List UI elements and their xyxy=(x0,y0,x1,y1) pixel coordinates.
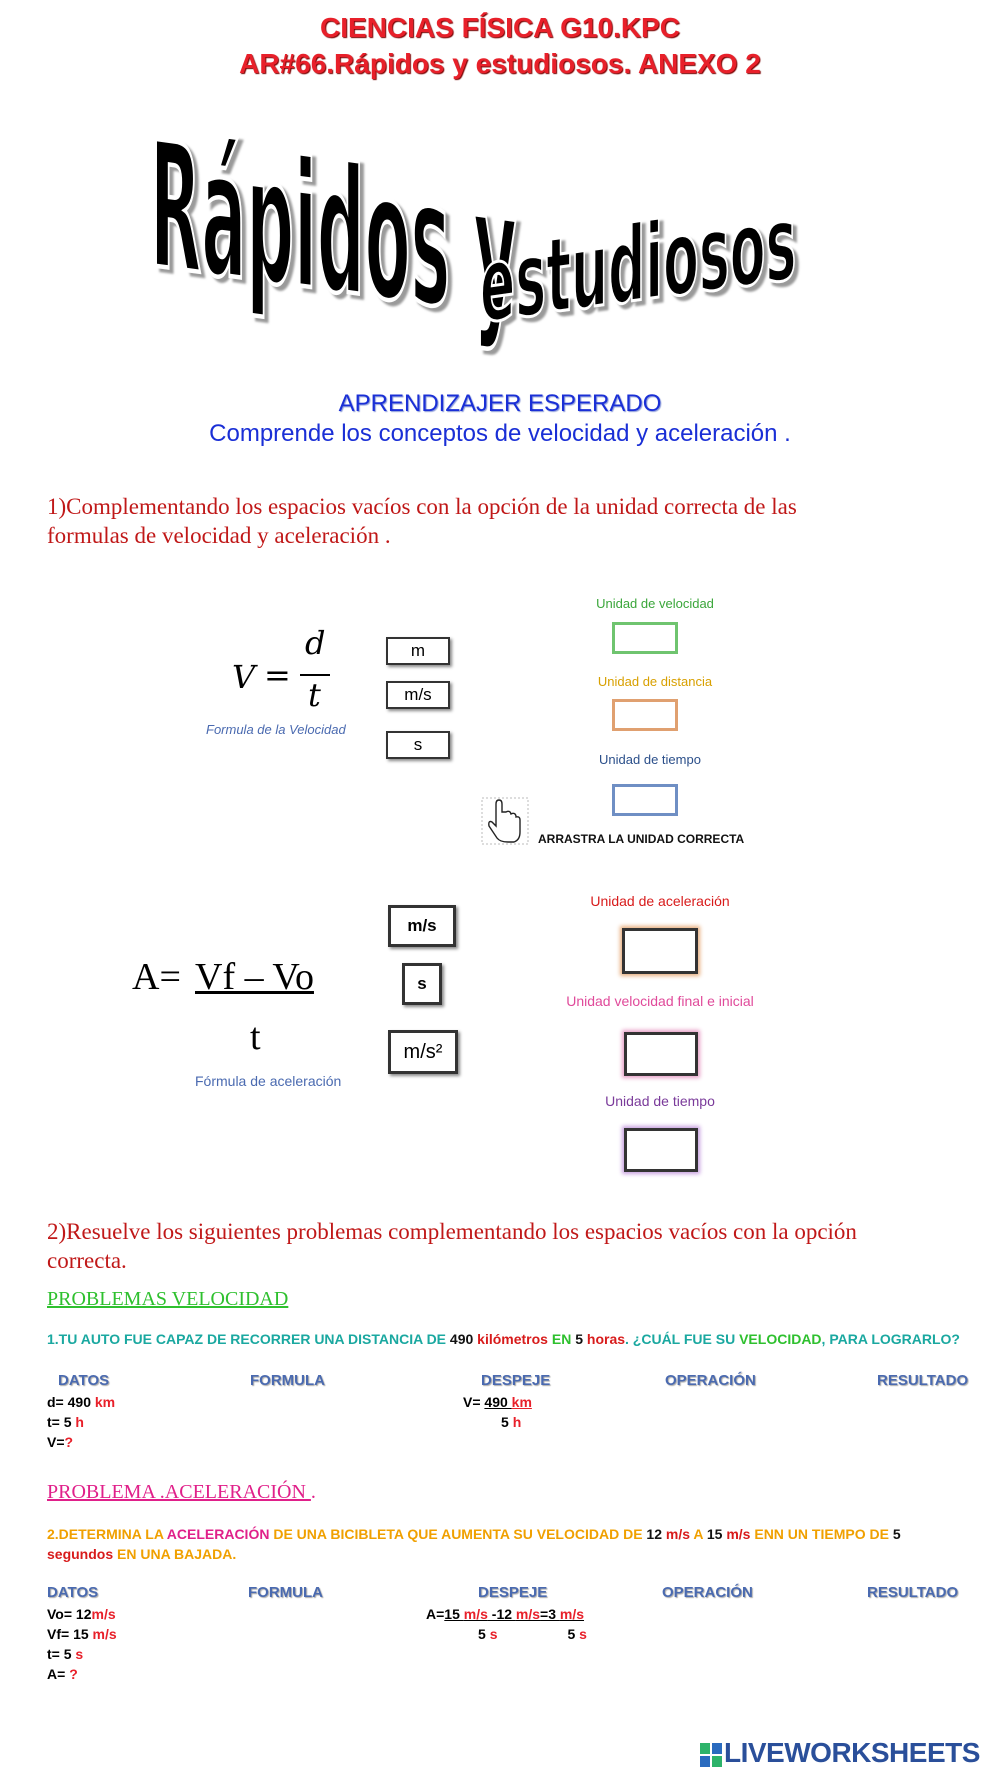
target-label-velocidad-final-inicial: Unidad velocidad final e inicial xyxy=(566,993,754,1009)
target-label-tiempo-1: Unidad de tiempo xyxy=(599,752,701,767)
col-resultado-2: RESULTADO xyxy=(867,1584,959,1601)
question-1: 1)Complementando los espacios vacíos con… xyxy=(47,492,977,550)
drag-hint: ARRASTRA LA UNIDAD CORRECTA xyxy=(538,832,745,846)
velocity-caption: Formula de la Velocidad xyxy=(206,722,346,737)
drop-target-tiempo-1[interactable] xyxy=(612,784,678,816)
option-m[interactable]: m xyxy=(386,637,450,665)
datos-2: Vo= 12m/s Vf= 15 m/s t= 5 s A= ? xyxy=(47,1606,117,1682)
velocity-formula: V = d t xyxy=(230,624,340,720)
title-word-2: estudiosos xyxy=(480,183,796,347)
col-formula-1: FORMULA xyxy=(250,1372,325,1389)
question-1-line-1: 1)Complementando los espacios vacíos con… xyxy=(47,494,797,519)
option-acc-m-per-s2[interactable]: m/s² xyxy=(388,1030,458,1074)
question-1-line-2: formulas de velocidad y aceleración . xyxy=(47,523,391,548)
target-label-velocidad: Unidad de velocidad xyxy=(596,596,714,611)
velocity-lhs: V xyxy=(232,658,256,696)
acceleration-denominator: t xyxy=(250,1016,261,1058)
drop-target-tiempo-2[interactable] xyxy=(624,1128,698,1172)
col-resultado-1: RESULTADO xyxy=(877,1372,969,1389)
option-m-per-s[interactable]: m/s xyxy=(386,681,450,709)
aprendizaje-title: APRENDIZAJER ESPERADO xyxy=(338,390,662,417)
option-acc-s[interactable]: s xyxy=(402,963,442,1005)
col-operacion-1: OPERACIÓN xyxy=(665,1372,756,1389)
option-acc-m-per-s[interactable]: m/s xyxy=(388,905,456,947)
drop-target-velocidad-final-inicial[interactable] xyxy=(624,1032,698,1076)
liveworksheets-brand: LIVEWORKSHEETS xyxy=(724,1737,980,1768)
velocity-numerator: d xyxy=(305,624,326,662)
col-datos-2: DATOS xyxy=(47,1584,99,1601)
question-2: 2)Resuelve los siguientes problemas comp… xyxy=(47,1217,987,1275)
liveworksheets-logo: LIVEWORKSHEETS xyxy=(700,1737,1000,1769)
col-datos-1: DATOS xyxy=(58,1372,110,1389)
col-despeje-1: DESPEJE xyxy=(481,1372,551,1389)
acceleration-caption: Fórmula de aceleración xyxy=(195,1073,342,1089)
datos-1: d= 490 km t= 5 h V=? xyxy=(47,1394,116,1450)
target-label-tiempo-2: Unidad de tiempo xyxy=(605,1093,715,1109)
despeje-1: V= 490 km 5 h xyxy=(463,1394,532,1430)
header-line-1: CIENCIAS FÍSICA G10.KPC xyxy=(320,12,680,43)
drop-target-distancia[interactable] xyxy=(612,699,678,731)
target-label-aceleracion: Unidad de aceleración xyxy=(590,893,730,909)
velocity-eq: = xyxy=(264,656,291,694)
problem-1-statement: 1.TU AUTO FUE CAPAZ DE RECORRER UNA DIST… xyxy=(47,1331,960,1347)
col-formula-2: FORMULA xyxy=(248,1584,323,1601)
acceleration-numerator: Vf – Vo xyxy=(195,956,314,998)
col-despeje-2: DESPEJE xyxy=(478,1584,548,1601)
question-2-line-2: correcta. xyxy=(47,1248,127,1273)
problem-2-statement: 2.DETERMINA LA ACELERACIÓN DE UNA BICIBL… xyxy=(47,1526,901,1562)
acceleration-lhs: A= xyxy=(132,956,181,998)
fraction-bar xyxy=(300,674,330,676)
option-s[interactable]: s xyxy=(386,731,450,759)
drop-target-velocidad[interactable] xyxy=(612,622,678,654)
liveworksheets-logo-icon xyxy=(700,1743,722,1767)
velocity-denominator: t xyxy=(308,676,321,714)
problemas-velocidad-heading: PROBLEMAS VELOCIDAD xyxy=(47,1288,289,1310)
drop-target-aceleracion[interactable] xyxy=(622,928,698,974)
col-operacion-2: OPERACIÓN xyxy=(662,1584,753,1601)
title-word-1: Rápidos y xyxy=(150,105,517,357)
hand-pointer-icon xyxy=(481,797,529,845)
problema-aceleracion-heading: PROBLEMA .ACELERACIÓN . xyxy=(47,1481,316,1503)
question-2-line-1: 2)Resuelve los siguientes problemas comp… xyxy=(47,1219,857,1244)
target-label-distancia: Unidad de distancia xyxy=(597,674,713,689)
aprendizaje-text: Comprende los conceptos de velocidad y a… xyxy=(209,420,791,447)
header-line-2: AR#66.Rápidos y estudiosos. ANEXO 2 xyxy=(239,48,761,79)
title-banner: Rápidos y estudiosos xyxy=(150,104,797,359)
